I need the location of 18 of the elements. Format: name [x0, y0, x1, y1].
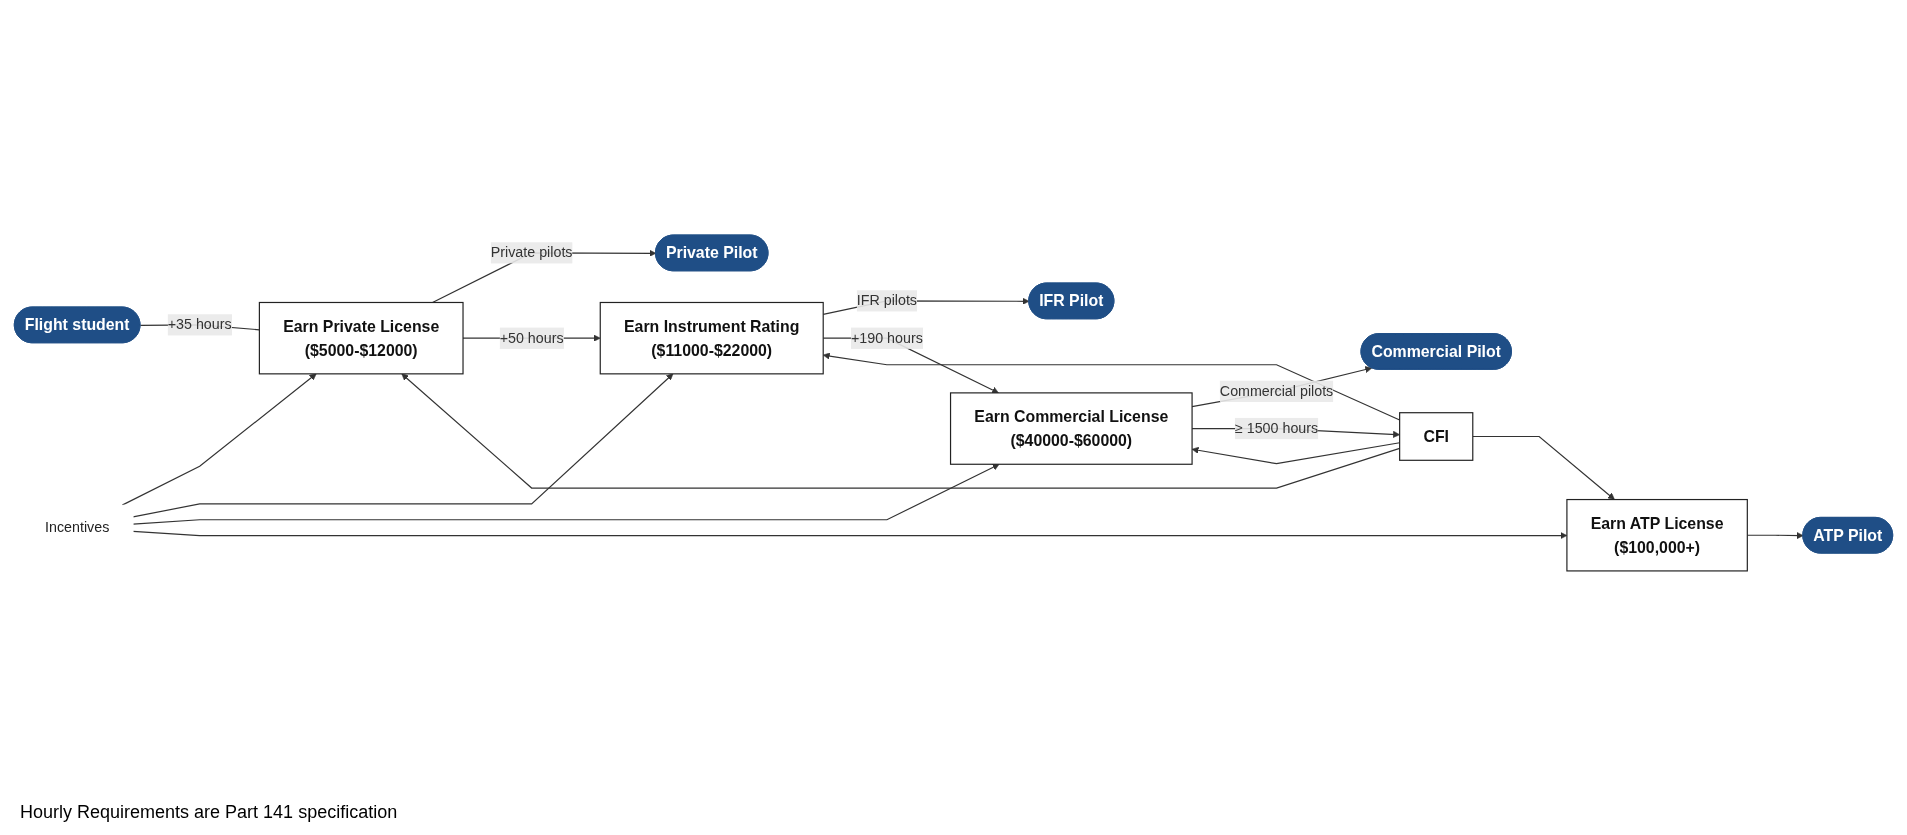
node-box: Earn ATP License ($100,000+): [1566, 498, 1748, 572]
edge-label: Private pilots: [490, 244, 573, 261]
arrow: [132, 373, 674, 518]
node-text: Incentives: [45, 519, 110, 536]
edge-label: IFR pilots: [856, 292, 918, 309]
arrow: [1472, 435, 1615, 500]
arrow: [121, 373, 317, 506]
edge-label: ≥ 1500 hours: [1234, 420, 1319, 437]
node-box: CFI: [1399, 412, 1474, 461]
note: Hourly Requirements are Part 141 specification: [20, 802, 398, 823]
node-box: Earn Private License ($5000-$12000): [258, 301, 464, 375]
edge-label: +190 hours: [850, 329, 923, 346]
arrow: [132, 463, 1000, 525]
node-box: Earn Commercial License ($40000-$60000): [949, 392, 1193, 465]
edge-label: +35 hours: [167, 316, 232, 333]
edge-label: +50 hours: [499, 329, 564, 346]
edge-label: Commercial pilots: [1219, 382, 1334, 399]
node-box: Earn Instrument Rating ($11000-$22000): [599, 301, 824, 375]
